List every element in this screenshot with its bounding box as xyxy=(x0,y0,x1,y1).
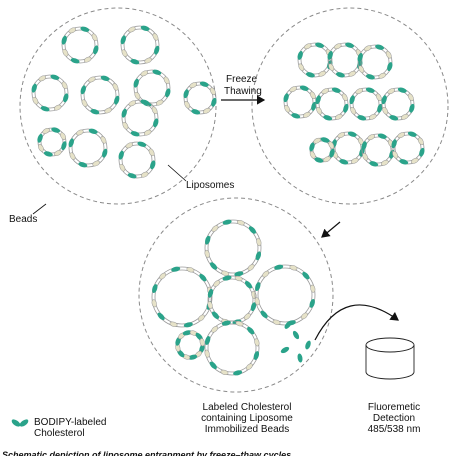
liposome-fused-0 xyxy=(297,42,333,78)
liposome-immobilized-0 xyxy=(204,219,262,277)
freeze-label: Freeze xyxy=(226,74,258,85)
cuvette-icon xyxy=(365,337,415,380)
beads-label: Beads xyxy=(9,214,38,225)
liposome-fused-7 xyxy=(331,131,365,165)
result-label-line2: containing Liposome xyxy=(201,413,293,424)
detection-arrow xyxy=(314,304,399,341)
legend-label-line1: BODIPY-labeled xyxy=(34,417,107,428)
liposome-free-6 xyxy=(121,99,159,137)
liposome-fused-2 xyxy=(357,44,393,80)
liposome-fused-8 xyxy=(361,133,395,167)
liposome-fused-10 xyxy=(309,137,335,163)
free-cholesterol-1 xyxy=(305,340,311,350)
result-label-line1: Labeled Cholesterol xyxy=(202,402,292,413)
liposome-free-3 xyxy=(80,75,120,115)
liposome-free-9 xyxy=(37,127,67,157)
liposome-free-1 xyxy=(120,25,160,65)
liposome-fused-4 xyxy=(315,87,349,121)
legend-label-line2: Cholesterol xyxy=(34,428,85,439)
result-label: Labeled Cholesterol containing Liposome … xyxy=(192,402,302,435)
liposome-free-8 xyxy=(118,141,156,179)
liposomes-label: Liposomes xyxy=(186,180,235,191)
result-label-line3: Immobilized Beads xyxy=(204,424,290,435)
liposome-fused-6 xyxy=(381,87,415,121)
next-step-arrow xyxy=(321,221,341,238)
free-cholesterol-3 xyxy=(297,353,303,363)
liposome-free-2 xyxy=(31,74,69,112)
cholesterol-legend-icon xyxy=(11,419,29,427)
detection-label-line1: Fluoremetic xyxy=(367,402,421,413)
liposome-fused-3 xyxy=(283,85,317,119)
thawing-label: Thawing xyxy=(224,86,262,97)
beads-leader xyxy=(32,203,47,215)
liposome-immobilized-1 xyxy=(151,266,213,328)
bead-immobilized xyxy=(138,197,334,393)
liposome-free-5 xyxy=(183,81,217,115)
free-cholesterol-4 xyxy=(284,321,292,329)
liposome-free-0 xyxy=(61,26,99,64)
free-cholesterol-0 xyxy=(292,330,300,340)
free-cholesterol-2 xyxy=(280,346,290,354)
liposome-free-7 xyxy=(68,128,108,168)
bead-after-thaw xyxy=(251,7,449,205)
liposome-fused-5 xyxy=(349,87,383,121)
liposome-immobilized-2 xyxy=(207,275,257,325)
detection-label: Fluoremetic Detection 485/538 nm xyxy=(356,402,432,435)
detection-label-line2: Detection xyxy=(372,413,416,424)
liposome-fused-9 xyxy=(391,131,425,165)
liposome-immobilized-5 xyxy=(175,330,205,360)
liposomes-leader xyxy=(167,164,187,182)
liposome-immobilized-3 xyxy=(254,264,316,326)
figure-caption: Schematic depiction of liposome entrapme… xyxy=(2,450,292,456)
bead-before xyxy=(19,7,217,205)
legend-label: BODIPY-labeled Cholesterol xyxy=(34,417,106,439)
liposome-free-4 xyxy=(133,69,171,107)
detection-label-line3: 485/538 nm xyxy=(367,424,421,435)
liposome-immobilized-4 xyxy=(204,320,260,376)
